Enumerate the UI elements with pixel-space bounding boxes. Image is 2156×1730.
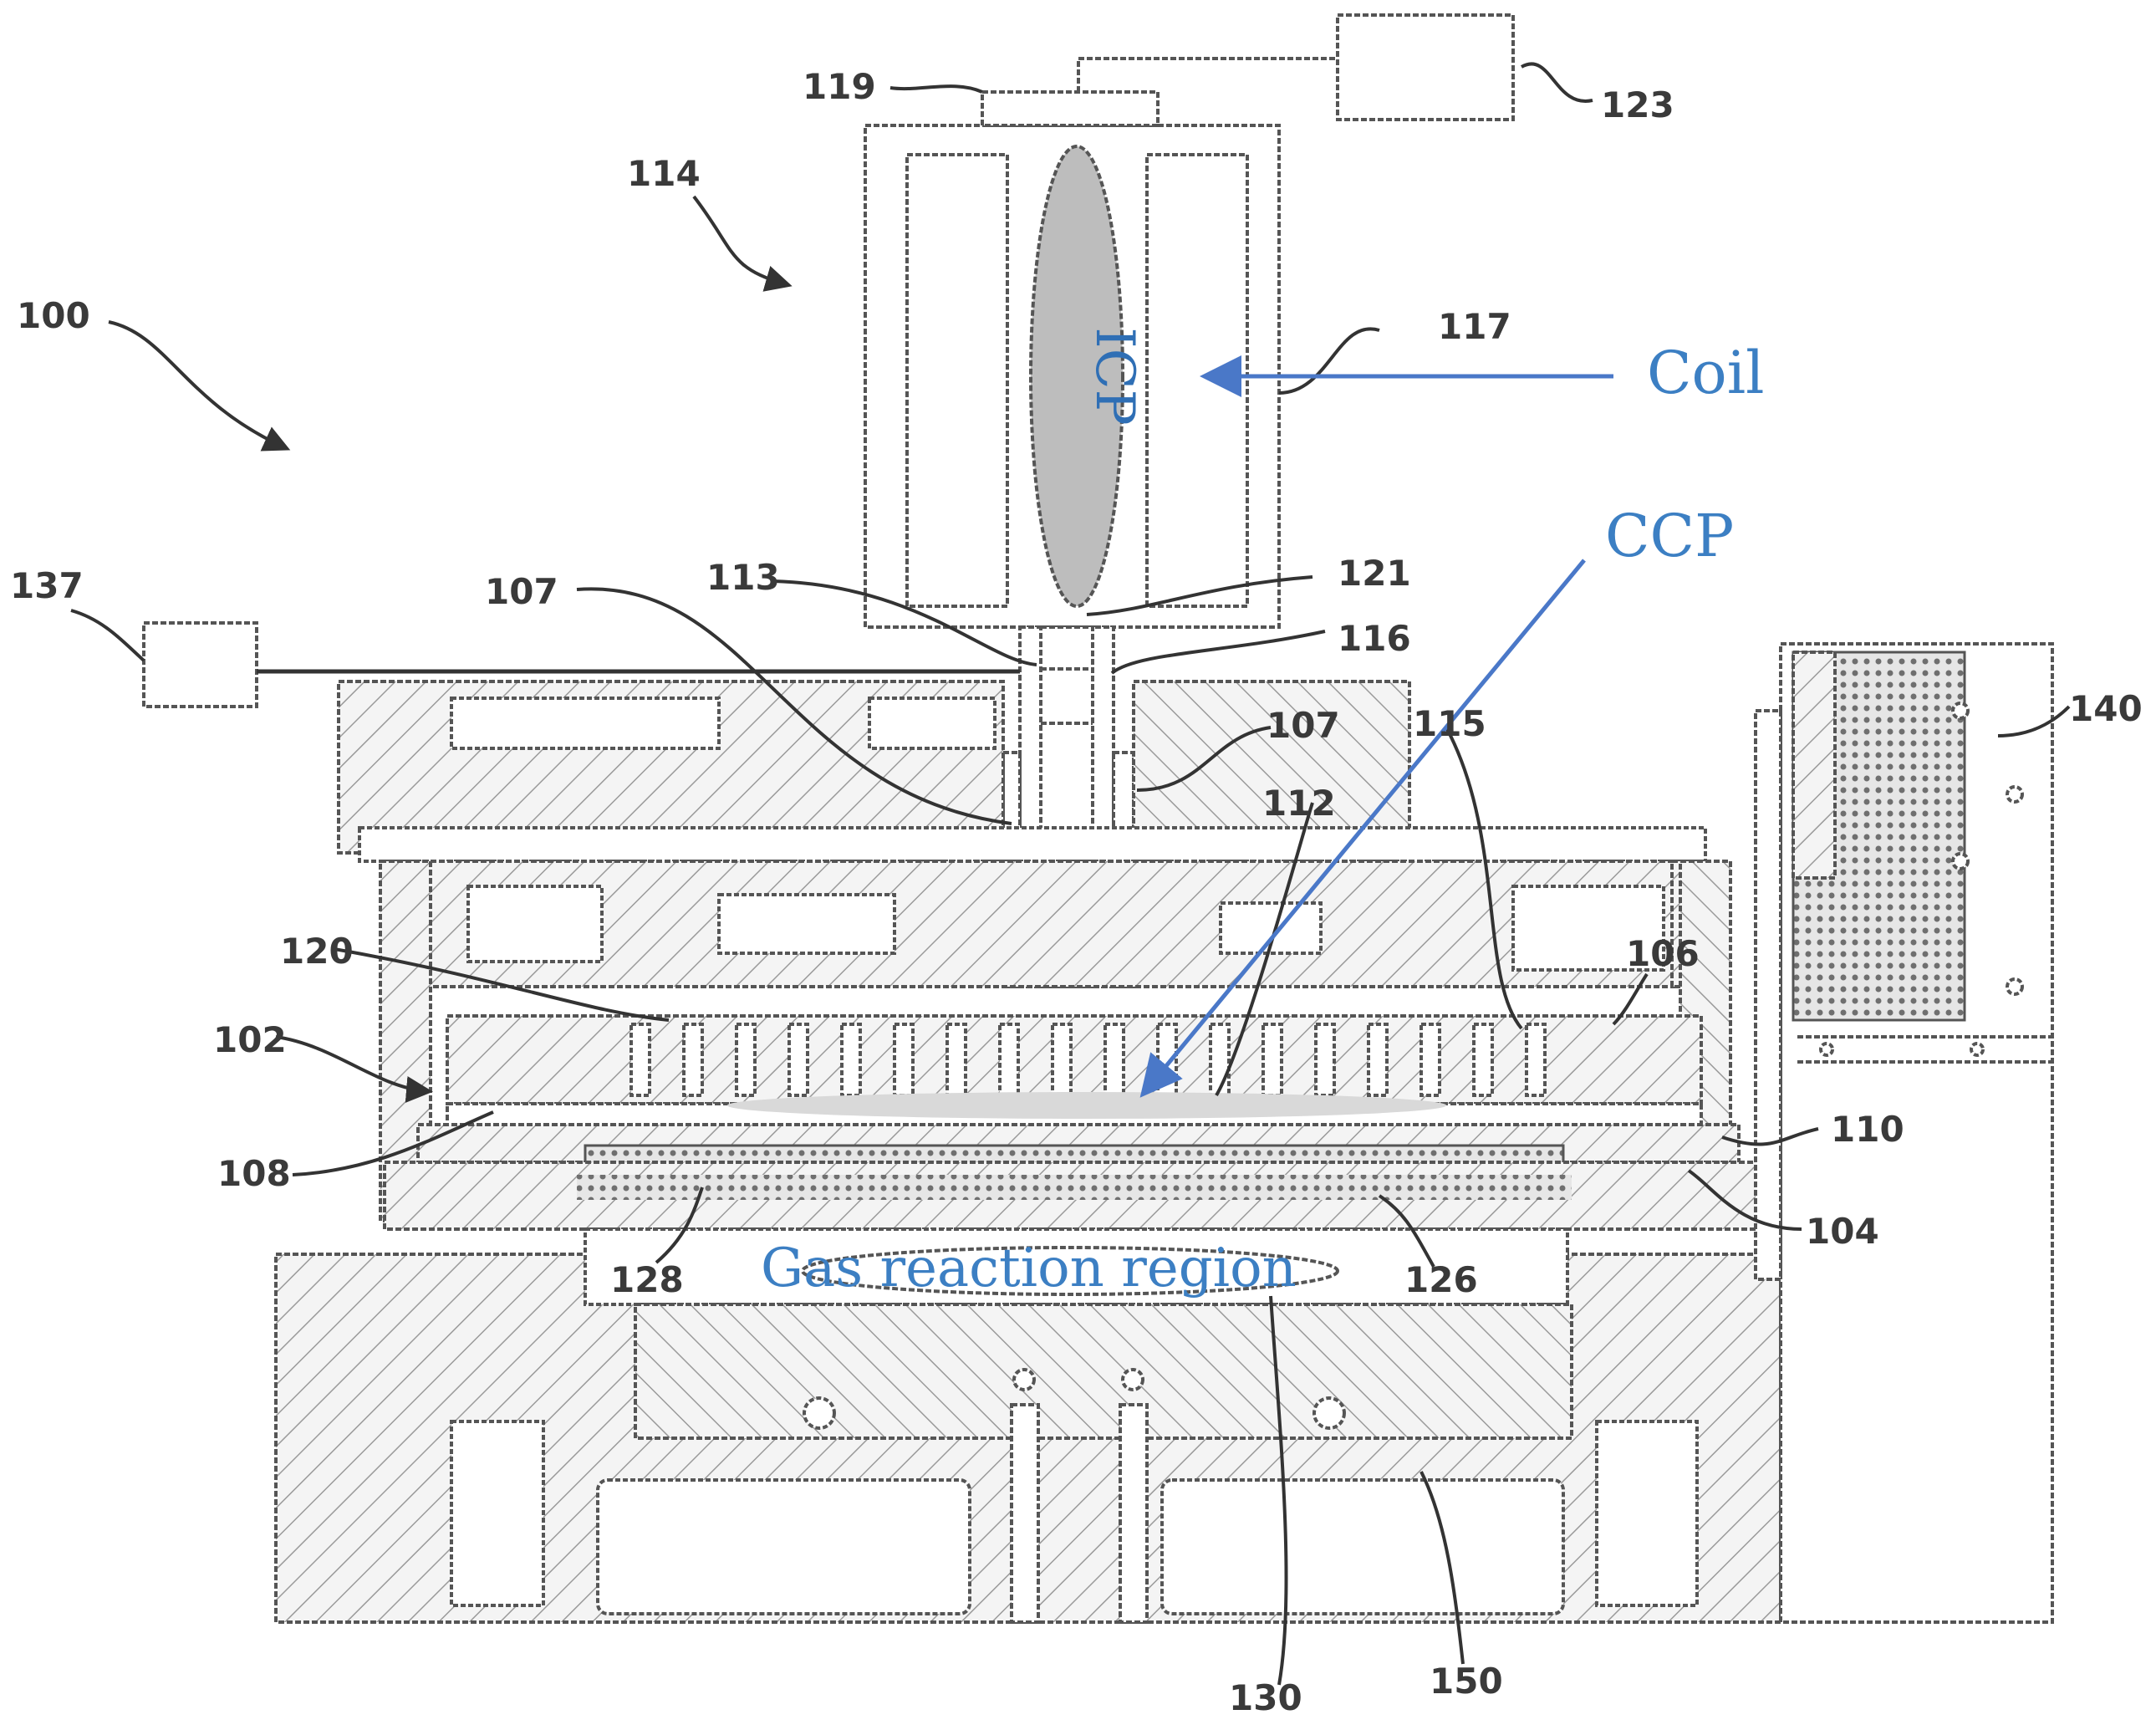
pedestal-assembly <box>274 1227 1782 1624</box>
ref-116: 116 <box>1338 618 1411 659</box>
faceplate-slot <box>840 1023 862 1097</box>
gas-reaction-region-annotation: Gas reaction region <box>761 1238 1297 1299</box>
faceplate-slot <box>998 1023 1020 1097</box>
power-supply-line <box>1077 57 1338 92</box>
faceplate-slot <box>945 1023 967 1097</box>
ref-126: 126 <box>1404 1259 1478 1300</box>
source-top-connector <box>981 90 1160 127</box>
ref-119: 119 <box>803 66 876 107</box>
ref-120: 120 <box>280 931 354 972</box>
faceplate-slot <box>1051 1023 1073 1097</box>
faceplate-slot <box>1525 1023 1547 1097</box>
ref-115: 115 <box>1413 703 1486 744</box>
ref-113: 113 <box>706 557 780 598</box>
ccp-annotation: CCP <box>1605 502 1734 570</box>
ref-117: 117 <box>1438 306 1511 347</box>
ref-121: 121 <box>1338 553 1411 594</box>
ref-137: 137 <box>10 565 84 606</box>
faceplate-slot <box>1103 1023 1125 1097</box>
ref-106: 106 <box>1626 933 1700 974</box>
ref-114: 114 <box>627 153 701 194</box>
coil-left <box>905 153 1009 608</box>
reference-numerals: 100 114 119 123 117 137 107 113 121 116 … <box>10 66 2143 1718</box>
icp-plasma <box>1029 145 1124 608</box>
coil-right <box>1145 153 1249 608</box>
faceplate-slot <box>893 1023 915 1097</box>
lid-assembly <box>337 680 1707 988</box>
ccp-arrow <box>1139 559 1586 1098</box>
ref-150: 150 <box>1430 1661 1503 1702</box>
ref-108: 108 <box>217 1153 291 1194</box>
faceplate-slot <box>1209 1023 1231 1097</box>
ref-130: 130 <box>1229 1677 1302 1718</box>
lower-plate-holes <box>577 1175 1572 1200</box>
faceplate-slot <box>1367 1023 1389 1097</box>
ref-112: 112 <box>1262 783 1336 824</box>
ref-100: 100 <box>17 295 90 336</box>
ccp-plasma <box>727 1092 1446 1119</box>
ref-107-left: 107 <box>485 571 558 612</box>
side-housing <box>1754 642 2054 1624</box>
ref-110: 110 <box>1831 1109 1904 1150</box>
gas-source-box <box>142 621 258 708</box>
ref-107-right: 107 <box>1267 705 1340 746</box>
faceplate-slot <box>1472 1023 1494 1097</box>
ref-140: 140 <box>2069 688 2143 729</box>
ref-102: 102 <box>213 1019 287 1060</box>
faceplate-slot <box>787 1023 809 1097</box>
gas-reaction-region <box>801 1246 1339 1296</box>
faceplate-slot <box>629 1023 651 1097</box>
faceplate-slot <box>1261 1023 1283 1097</box>
faceplate-slot <box>682 1023 704 1097</box>
ref-128: 128 <box>610 1259 684 1300</box>
rf-supply-box <box>1336 13 1515 121</box>
icp-label: ICP <box>1083 327 1145 425</box>
faceplate-slot <box>735 1023 757 1097</box>
ref-123: 123 <box>1601 84 1674 125</box>
ref-104: 104 <box>1806 1211 1879 1252</box>
faceplate-slot <box>1419 1023 1441 1097</box>
faceplate-slot <box>1314 1023 1336 1097</box>
coil-annotation: Coil <box>1647 339 1764 407</box>
remote-plasma-source: ICP <box>864 13 1515 629</box>
